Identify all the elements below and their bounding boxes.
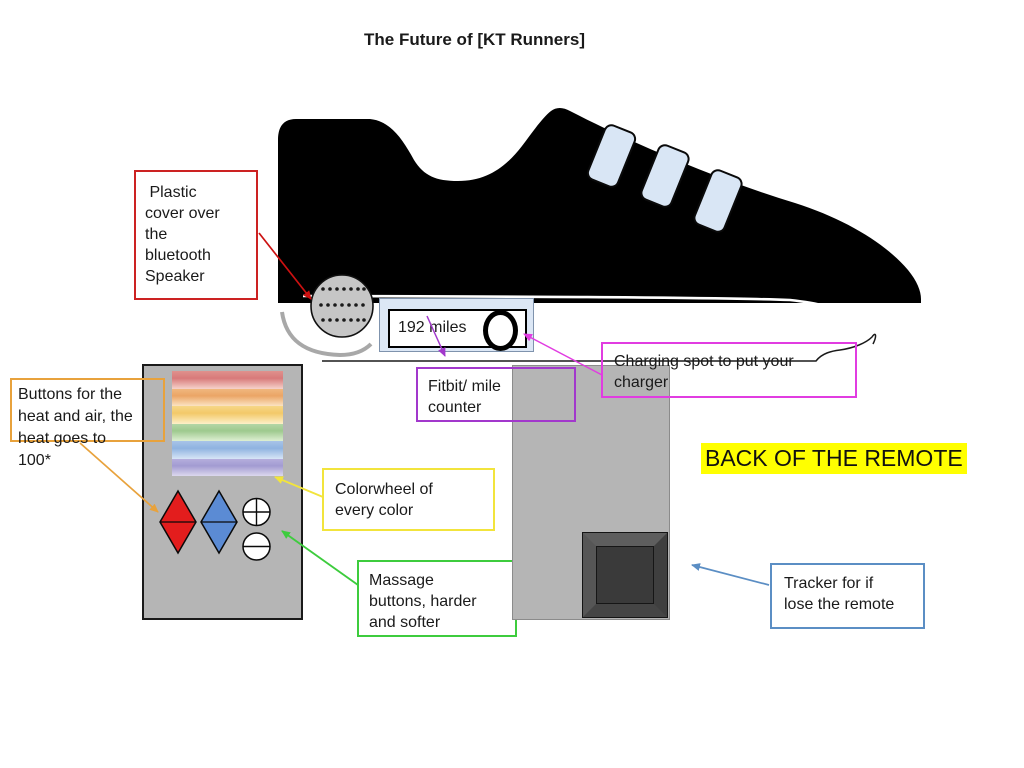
tracker-button-face bbox=[596, 546, 654, 604]
colorwheel-bar-yellow bbox=[172, 406, 283, 424]
arrow-massage-to-buttons bbox=[281, 530, 359, 586]
arrow-charging-to-port bbox=[523, 333, 603, 376]
velcro-straps bbox=[586, 124, 743, 233]
colorwheel-strip bbox=[172, 371, 283, 476]
annotation-heat-buttons-text: Buttons for the heat and air, the heat g… bbox=[18, 386, 133, 469]
massage-minus-button bbox=[242, 532, 271, 561]
arrow-colorwheel-to-bars bbox=[274, 476, 324, 498]
strap-icon bbox=[693, 169, 743, 233]
annotation-massage-buttons: Massage buttons, harder and softer bbox=[357, 560, 517, 637]
strap-icon bbox=[640, 144, 690, 208]
arrow-mileage-to-fitbit bbox=[426, 315, 446, 357]
charging-port-ring-icon bbox=[483, 310, 518, 351]
plus-icon bbox=[243, 498, 270, 526]
colorwheel-bar-purple bbox=[172, 458, 283, 476]
sole-separation-line bbox=[302, 294, 826, 308]
arrow-tracker-to-button bbox=[691, 563, 770, 586]
back-of-remote-heading: BACK OF THE REMOTE bbox=[701, 443, 967, 474]
colorwheel-bar-red bbox=[172, 371, 283, 389]
annotation-colorwheel: Colorwheel of every color bbox=[322, 468, 495, 531]
annotation-plastic-cover: Plastic cover over the bluetooth Speaker bbox=[134, 170, 258, 300]
arrow-heat-to-diamond bbox=[79, 442, 159, 513]
annotation-charging-spot: Charging spot to put your charger bbox=[601, 342, 857, 398]
tracker-button bbox=[582, 532, 668, 618]
colorwheel-bar-blue bbox=[172, 441, 283, 459]
annotation-heat-buttons-box bbox=[10, 378, 165, 442]
annotation-tracker: Tracker for if lose the remote bbox=[770, 563, 925, 629]
arrow-plastic-to-speaker bbox=[258, 232, 312, 300]
page-title: The Future of [KT Runners] bbox=[364, 30, 585, 49]
colorwheel-bar-orange bbox=[172, 388, 283, 406]
heel-swoosh-line bbox=[280, 311, 373, 358]
strap-icon bbox=[586, 124, 637, 188]
tracker-button-bevel bbox=[583, 533, 667, 617]
annotation-fitbit-counter: Fitbit/ mile counter bbox=[416, 367, 576, 422]
colorwheel-bar-green bbox=[172, 423, 283, 441]
shoe-silhouette bbox=[278, 108, 921, 303]
massage-plus-button bbox=[242, 497, 271, 527]
bluetooth-speaker-grille bbox=[310, 274, 374, 338]
